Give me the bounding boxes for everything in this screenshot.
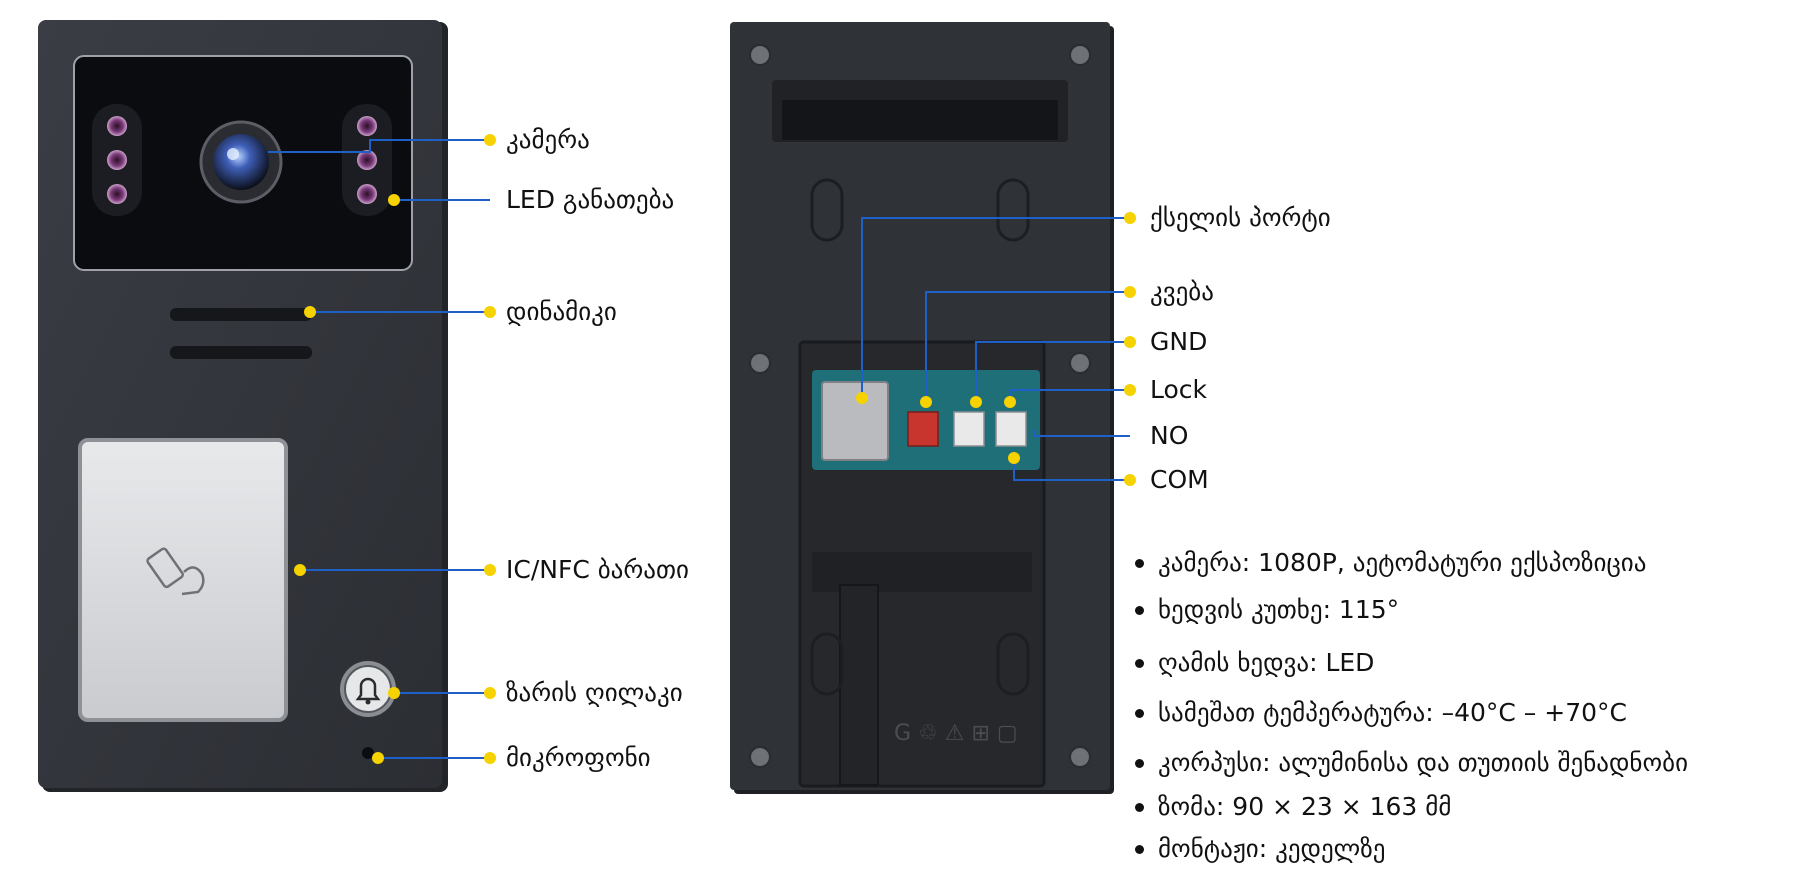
spec-item: კორპუსი: ალუმინისა და თუთიის შენადნობი xyxy=(1134,748,1689,777)
label-com: COM xyxy=(1150,465,1209,494)
label-gnd: GND xyxy=(1150,327,1208,356)
spec-item: მონტაჟი: კედელზე xyxy=(1135,834,1386,863)
label-nfc-card: IC/NFC ბარათი xyxy=(506,555,689,584)
label-network-port: ქსელის პორტი xyxy=(1150,203,1331,232)
front-panel xyxy=(38,20,448,792)
svg-text:G ♲ ⚠ ⊞ ▢: G ♲ ⚠ ⊞ ▢ xyxy=(894,721,1018,746)
speaker-slot-2 xyxy=(170,346,312,359)
spec-item: ხედვის კუთხე: 115° xyxy=(1134,595,1400,624)
lock-connector-2 xyxy=(995,411,1027,447)
speaker-slot-1 xyxy=(170,308,312,321)
spec-item: სამეშათ ტემპერატურა: –40°C – +70°C xyxy=(1135,698,1627,727)
spec-item: ზომა: 90 × 23 × 163 მმ xyxy=(1134,792,1452,821)
label-lock: Lock xyxy=(1150,375,1208,404)
screws xyxy=(749,44,1091,768)
leader-lines xyxy=(268,139,1130,759)
label-power: კვება xyxy=(1150,277,1214,306)
label-bell-button: ზარის ღილაკი xyxy=(506,678,683,707)
label-no: NO xyxy=(1150,421,1189,450)
nfc-card-icon xyxy=(146,547,205,596)
microphone-hole xyxy=(362,747,374,759)
spec-item: ღამის ხედვა: LED xyxy=(1134,648,1375,677)
rj45-port xyxy=(821,381,889,461)
label-led-illumination: LED განათება xyxy=(506,185,675,214)
nfc-card-area xyxy=(78,438,288,722)
ir-leds xyxy=(107,116,377,204)
spec-item: კამერა: 1080P, აეტომატური ექსპოზიცია xyxy=(1134,548,1647,577)
label-camera: კამერა xyxy=(506,125,590,154)
back-panel: G ♲ ⚠ ⊞ ▢ xyxy=(730,22,1114,794)
label-speaker: დინამიკი xyxy=(506,297,617,326)
power-connector xyxy=(907,411,939,447)
lock-connector-1 xyxy=(953,411,985,447)
callout-dots xyxy=(294,134,1136,764)
bell-button xyxy=(340,661,396,717)
label-microphone: მიკროფონი xyxy=(506,743,651,772)
camera-lens xyxy=(199,120,283,204)
pcb-board xyxy=(812,370,1040,470)
